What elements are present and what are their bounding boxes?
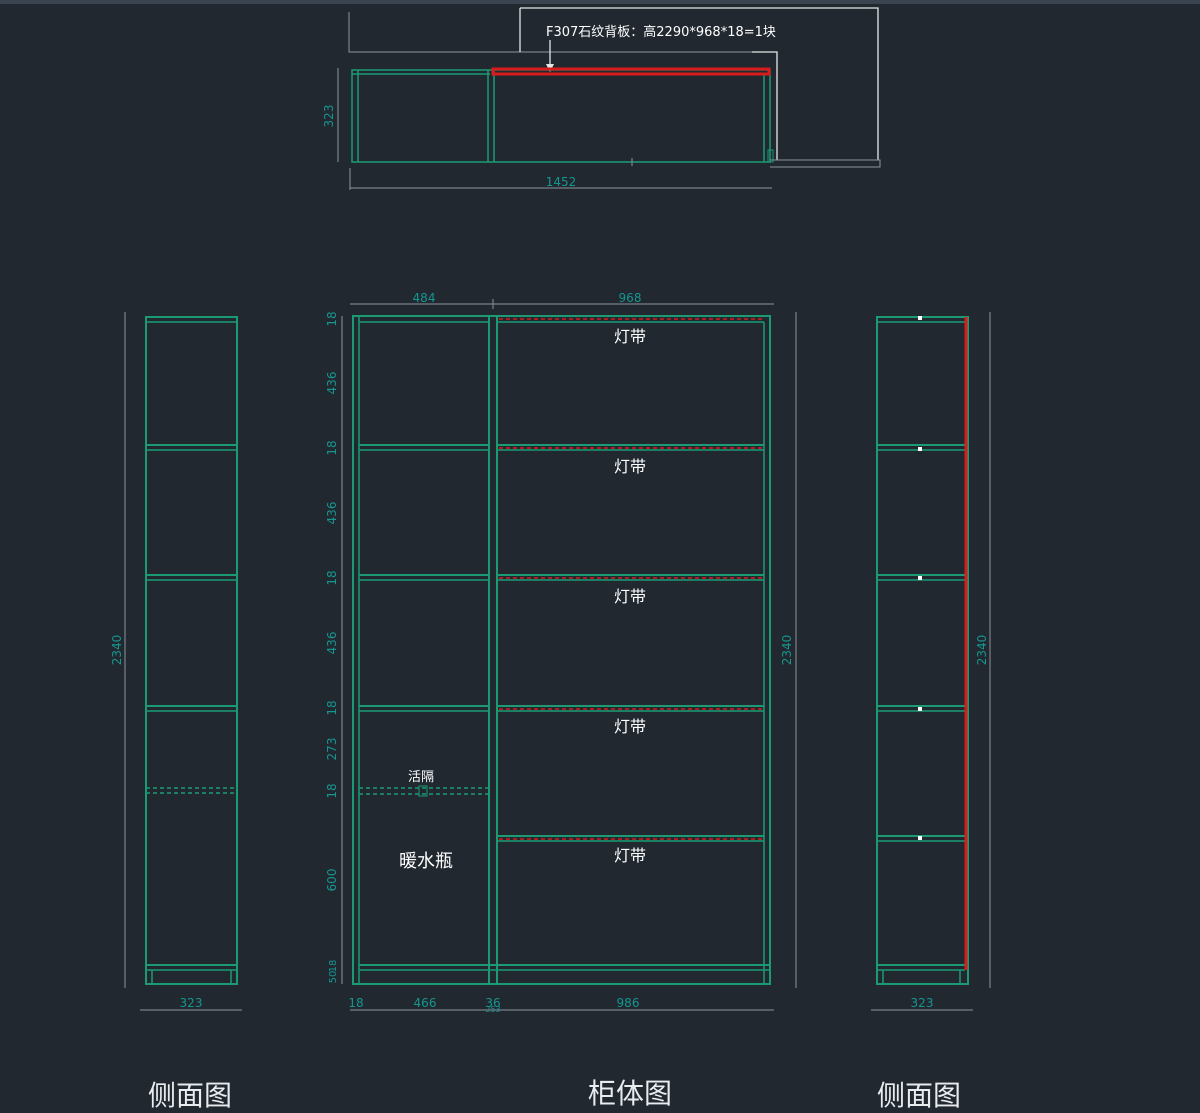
note-box — [520, 7, 879, 160]
plan-depth-dim: 323 — [322, 105, 336, 128]
front-dim-row-2: 436 — [325, 502, 339, 525]
front-dim-bottom-panel: 18 — [328, 960, 339, 973]
thermos-compartment-label: 暖水瓶 — [399, 851, 453, 872]
cabinet-outline — [352, 315, 771, 985]
plan-wall-line — [348, 12, 752, 53]
light-marker-3 — [918, 576, 922, 580]
plan-corner-mark — [767, 149, 774, 163]
plan-cabinet-outline — [351, 69, 771, 163]
front-height-dim: 2340 — [780, 635, 794, 666]
light-marker-1 — [918, 316, 922, 320]
side-right-depth-dim: 323 — [911, 996, 934, 1010]
front-dim-top-panel: 18 — [325, 311, 339, 326]
front-dim-shelf-3: 18 — [325, 700, 339, 715]
plan-stone-back-panel — [491, 67, 771, 76]
front-top-dim-right: 968 — [619, 291, 642, 305]
light-marker-5 — [918, 836, 922, 840]
front-dim-shelf-1: 18 — [325, 440, 339, 455]
cabinet-front-view: 灯带 灯带 灯带 灯带 灯带 活隔 暖水瓶 484 968 18 436 18 … — [325, 291, 797, 1014]
front-bottom-dim-2: 466 — [414, 996, 437, 1010]
front-dim-row-1: 436 — [325, 372, 339, 395]
side-left-outline — [145, 316, 238, 985]
side-left-height-dim: 2340 — [110, 635, 124, 666]
top-edge-bar — [0, 0, 1200, 4]
side-view-left: 2340 323 — [110, 312, 242, 1011]
side-right-outline — [876, 316, 969, 985]
front-dim-plinth: 50 — [328, 971, 339, 984]
title-side-view-left: 侧面图 — [148, 1079, 232, 1112]
title-side-view-right: 侧面图 — [877, 1079, 961, 1112]
plan-right-wall — [770, 159, 881, 168]
front-top-dim-left: 484 — [413, 291, 436, 305]
plan-width-dim: 1452 — [546, 175, 577, 189]
note-box-step — [752, 51, 778, 160]
front-bottom-dim-3: 36 — [485, 996, 500, 1010]
front-dim-row-5: 600 — [325, 869, 339, 892]
front-dim-row-4: 273 — [325, 738, 339, 761]
plan-view: F307石纹背板：高2290*968*18=1块 323 1452 — [322, 7, 881, 190]
light-strip-label-1: 灯带 — [614, 327, 646, 346]
light-strip-label-5: 灯带 — [614, 846, 646, 865]
front-dim-adjustable: 18 — [325, 783, 339, 798]
light-strip-label-2: 灯带 — [614, 457, 646, 476]
front-dim-shelf-2: 18 — [325, 570, 339, 585]
light-marker-2 — [918, 447, 922, 451]
side-view-right: 2340 323 — [871, 312, 991, 1011]
front-dim-row-3: 436 — [325, 632, 339, 655]
side-left-depth-dim: 323 — [180, 996, 203, 1010]
light-marker-4 — [918, 707, 922, 711]
light-strip-label-3: 灯带 — [614, 587, 646, 606]
plan-note-text: F307石纹背板：高2290*968*18=1块 — [546, 24, 776, 40]
side-right-height-dim: 2340 — [975, 635, 989, 666]
adjustable-shelf-label: 活隔 — [408, 770, 434, 785]
front-bottom-dim-4: 986 — [617, 996, 640, 1010]
title-cabinet-view: 柜体图 — [588, 1077, 672, 1110]
adjustable-shelf-marker — [418, 785, 428, 797]
front-bottom-dim-sub: 253 — [485, 1005, 500, 1014]
light-strip-label-4: 灯带 — [614, 717, 646, 736]
front-bottom-dim-1: 18 — [348, 996, 363, 1010]
